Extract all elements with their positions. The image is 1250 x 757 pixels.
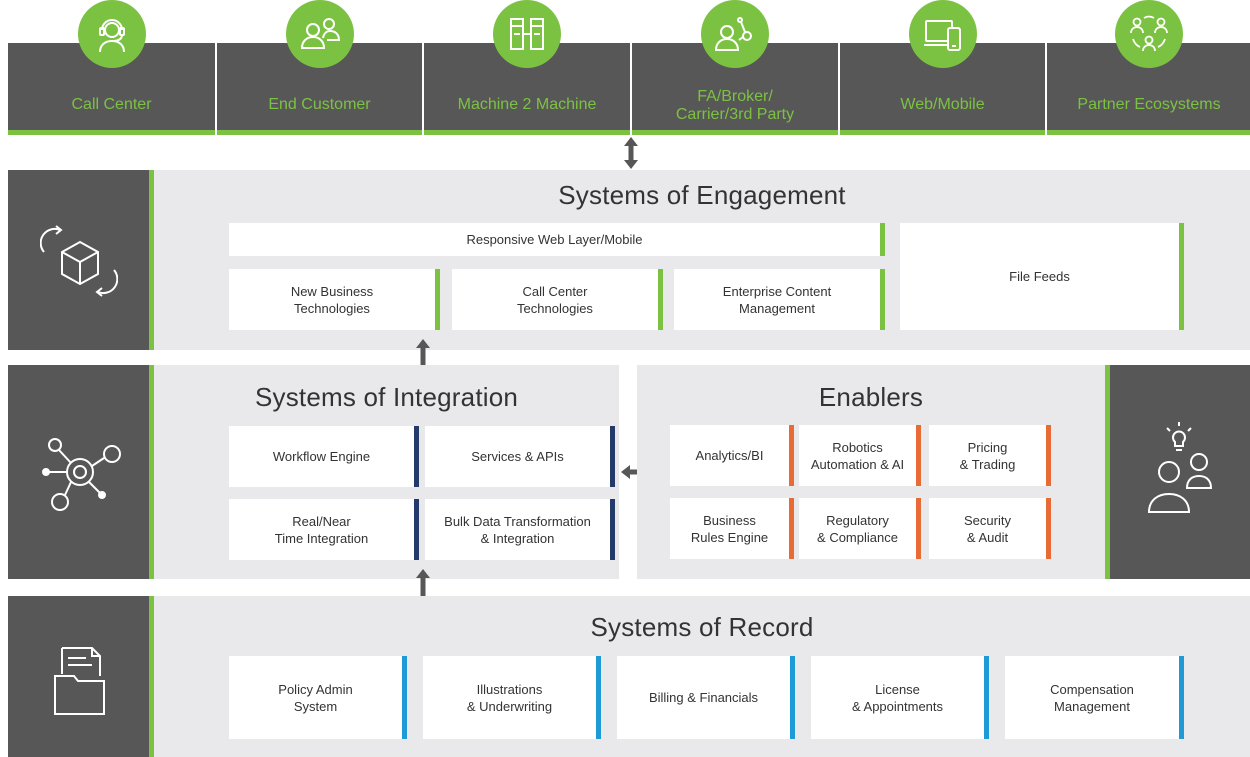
channel-partner-ecosystems: Partner Ecosystems xyxy=(1047,0,1250,135)
person-network-icon xyxy=(701,0,769,68)
channel-label: FA/Broker/ Carrier/3rd Party xyxy=(675,88,795,123)
license-appointments-box: License & Appointments xyxy=(811,656,989,739)
engagement-title: Systems of Engagement xyxy=(558,180,846,210)
channel-label: Machine 2 Machine xyxy=(457,96,597,113)
integration-title: Systems of Integration xyxy=(254,382,519,412)
desktop-mobile-icon xyxy=(908,0,977,68)
call-center-technologies-box: Call Center Technologies xyxy=(452,269,663,330)
file-feeds-box: File Feeds xyxy=(900,223,1184,330)
record-accent-bar xyxy=(149,596,154,757)
business-rules-engine-box: Business Rules Engine xyxy=(670,498,794,559)
people-idea-icon xyxy=(1143,420,1219,516)
enablers-accent-bar xyxy=(1105,365,1110,579)
new-business-technologies-box: New Business Technologies xyxy=(229,269,440,330)
channel-end-customer: End Customer xyxy=(217,0,422,135)
services-apis-box: Services & APIs xyxy=(425,426,615,487)
partner-cycle-icon xyxy=(1115,0,1183,68)
channel-label: Call Center xyxy=(71,96,152,113)
channel-fa-broker: FA/Broker/ Carrier/3rd Party xyxy=(632,0,838,135)
double-arrow-vertical xyxy=(413,568,433,608)
channel-call-center: Call Center xyxy=(8,0,215,135)
analytics-bi-box: Analytics/BI xyxy=(670,425,794,486)
hub-network-icon xyxy=(40,432,126,516)
responsive-web-layer-box: Responsive Web Layer/Mobile xyxy=(229,223,885,256)
security-audit-box: Security & Audit xyxy=(929,498,1051,559)
rotating-cube-icon xyxy=(40,224,118,298)
robotics-automation-box: Robotics Automation & AI xyxy=(799,425,921,486)
servers-icon xyxy=(493,0,561,68)
channel-machine-2-machine: Machine 2 Machine xyxy=(424,0,630,135)
integration-side-panel xyxy=(8,365,149,579)
channel-label: Web/Mobile xyxy=(900,96,985,113)
bulk-data-transformation-box: Bulk Data Transformation & Integration xyxy=(425,499,615,560)
engagement-accent-bar xyxy=(149,170,154,350)
workflow-engine-box: Workflow Engine xyxy=(229,426,419,487)
channel-label: Partner Ecosystems xyxy=(1077,96,1221,113)
real-time-integration-box: Real/Near Time Integration xyxy=(229,499,419,560)
users-icon xyxy=(285,0,354,68)
enablers-title: Enablers xyxy=(818,382,924,412)
record-title: Systems of Record xyxy=(590,612,814,642)
document-folder-icon xyxy=(52,646,108,716)
channel-label: End Customer xyxy=(268,96,371,113)
policy-admin-system-box: Policy Admin System xyxy=(229,656,407,739)
enterprise-content-management-box: Enterprise Content Management xyxy=(674,269,885,330)
integration-accent-bar xyxy=(149,365,154,579)
double-arrow-vertical xyxy=(621,136,641,170)
pricing-trading-box: Pricing & Trading xyxy=(929,425,1051,486)
billing-financials-box: Billing & Financials xyxy=(617,656,795,739)
channel-web-mobile: Web/Mobile xyxy=(840,0,1045,135)
engagement-side-panel xyxy=(8,170,149,350)
double-arrow-vertical xyxy=(413,338,433,378)
regulatory-compliance-box: Regulatory & Compliance xyxy=(799,498,921,559)
headset-agent-icon xyxy=(77,0,146,68)
record-side-panel xyxy=(8,596,149,757)
illustrations-underwriting-box: Illustrations & Underwriting xyxy=(423,656,601,739)
compensation-management-box: Compensation Management xyxy=(1005,656,1184,739)
